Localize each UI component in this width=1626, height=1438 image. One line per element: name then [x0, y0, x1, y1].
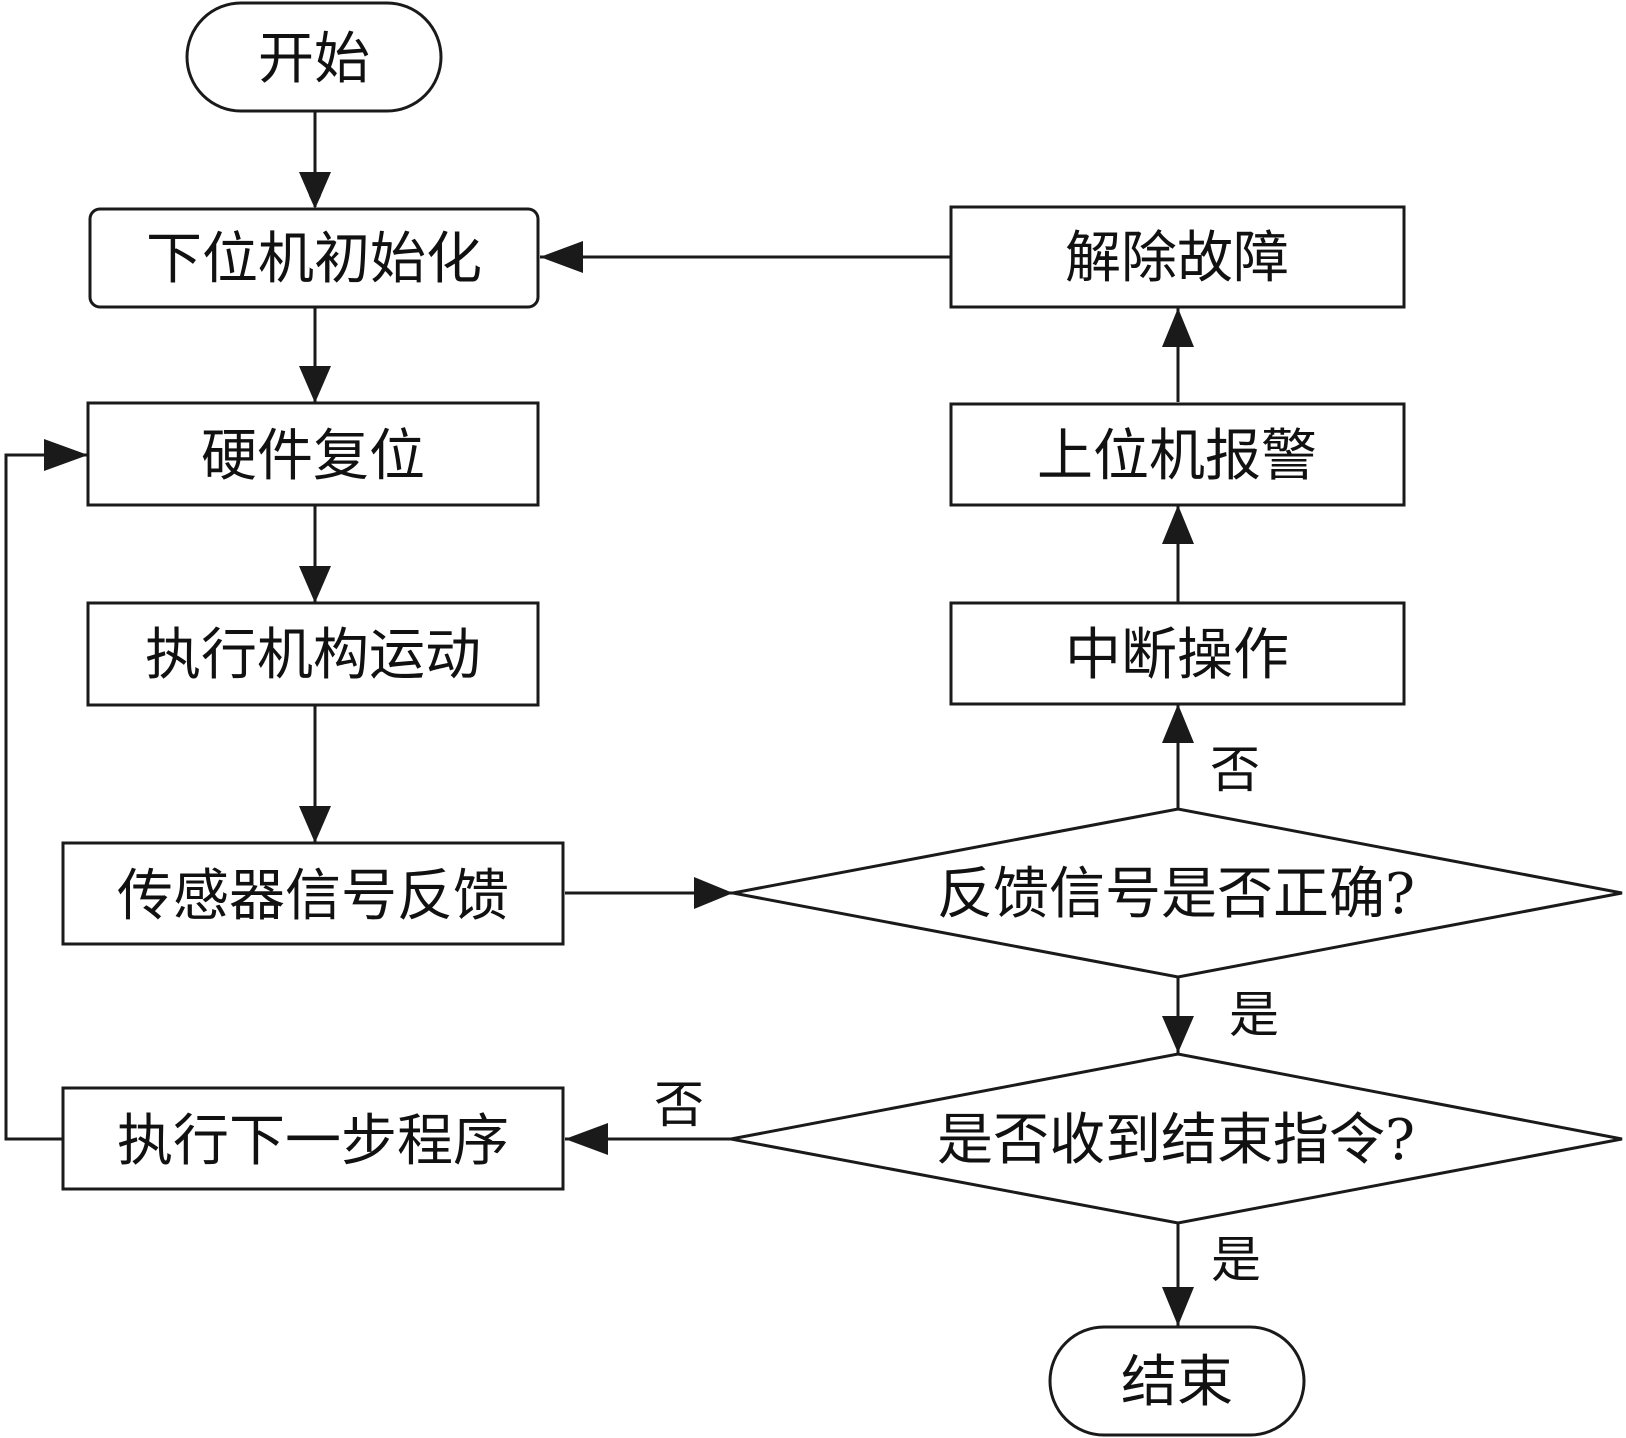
actuator-label: 执行机构运动 [145, 623, 481, 688]
arrowhead-init-left [540, 241, 583, 273]
interrupt-node: 中断操作 [949, 601, 1406, 706]
next-step-node: 执行下一步程序 [61, 1086, 565, 1191]
clear-fault-label: 解除故障 [1065, 226, 1289, 291]
arrowhead-loop-reset [44, 439, 88, 471]
edge-label-feedback-yes: 是 [1229, 986, 1279, 1044]
next-step-label: 执行下一步程序 [117, 1109, 509, 1174]
arrowhead-reset [299, 366, 331, 403]
arrowhead-actuator [299, 566, 331, 603]
edges [4, 111, 1194, 1326]
reset-node: 硬件复位 [86, 401, 540, 507]
arrowhead-alarm [1162, 505, 1194, 544]
check-feedback-node: 反馈信号是否正确? [732, 807, 1623, 979]
arrowhead-checkend [1162, 1016, 1194, 1053]
arrowhead-init [299, 172, 331, 209]
edge-label-end-yes: 是 [1211, 1231, 1261, 1289]
feedback-node: 传感器信号反馈 [61, 841, 565, 946]
check-end-node: 是否收到结束指令? [730, 1052, 1623, 1225]
interrupt-label: 中断操作 [1065, 623, 1289, 688]
start-label: 开始 [258, 27, 370, 92]
edge-label-feedback-no: 否 [1210, 741, 1260, 799]
init-node: 下位机初始化 [88, 207, 540, 309]
arrowhead-clear [1162, 308, 1194, 347]
init-label: 下位机初始化 [146, 227, 482, 292]
arrowheads [44, 172, 1194, 1326]
actuator-node: 执行机构运动 [86, 601, 540, 707]
arrowhead-interrupt [1162, 704, 1194, 743]
arrowhead-check [694, 877, 733, 909]
alarm-label: 上位机报警 [1037, 424, 1317, 489]
feedback-label: 传感器信号反馈 [117, 864, 509, 929]
arrowhead-end [1162, 1287, 1194, 1326]
edge-next-loop-reset [4, 453, 88, 1141]
alarm-node: 上位机报警 [949, 402, 1406, 507]
arrowhead-next [565, 1123, 608, 1155]
clear-fault-node: 解除故障 [949, 205, 1406, 309]
end-node: 结束 [1048, 1325, 1306, 1437]
start-node: 开始 [185, 1, 443, 113]
check-end-label: 是否收到结束指令? [937, 1108, 1415, 1173]
check-feedback-label: 反馈信号是否正确? [937, 862, 1415, 927]
end-label: 结束 [1121, 1350, 1233, 1415]
arrowhead-feedback [299, 806, 331, 843]
reset-label: 硬件复位 [201, 424, 425, 489]
edge-label-end-no: 否 [654, 1076, 704, 1134]
